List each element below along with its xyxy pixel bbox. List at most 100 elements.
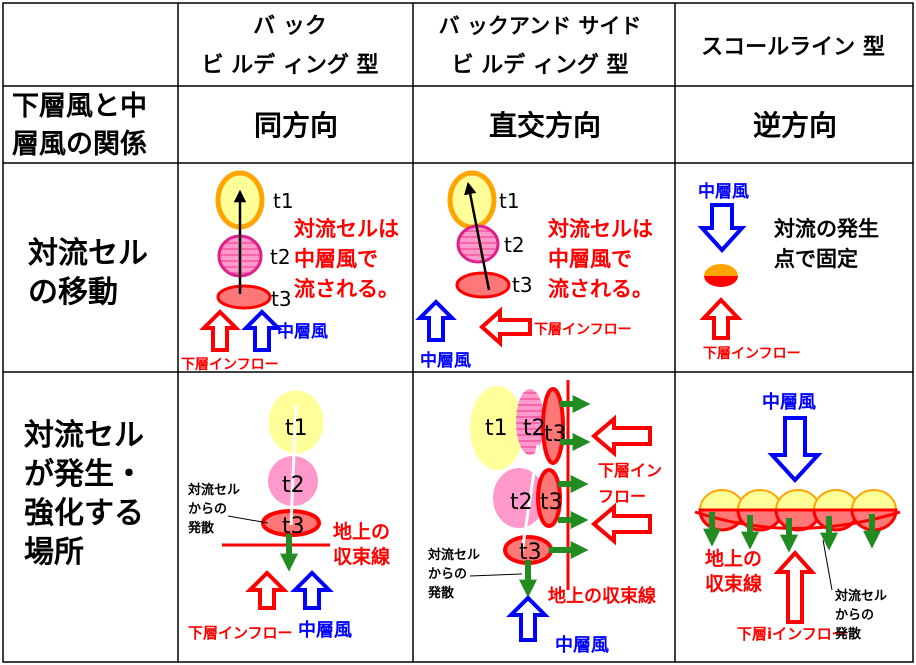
label-t2: t2 bbox=[523, 416, 546, 441]
low-inflow-label: 下層インフロー bbox=[188, 624, 293, 642]
carried-line2: 中層風で bbox=[548, 247, 632, 271]
low-inflow-arrow-upper bbox=[590, 414, 652, 458]
label-t1: t1 bbox=[499, 189, 520, 213]
low-inflow-arrow bbox=[245, 570, 289, 610]
pointer-line bbox=[822, 539, 833, 591]
low-inflow-arrow bbox=[478, 306, 532, 348]
low-inflow-label: 下層インフロー bbox=[703, 346, 801, 362]
header-col1-line1: バ ック bbox=[253, 14, 327, 39]
mid-wind-label: 中層風 bbox=[298, 619, 352, 641]
cell-bottom bbox=[704, 276, 738, 287]
location-label-line2: が発生・ bbox=[24, 457, 144, 492]
cell-t3 bbox=[216, 284, 272, 310]
carried-line1: 対流セルは bbox=[294, 217, 399, 241]
fixed-line2: 点で固定 bbox=[774, 247, 858, 271]
location-col1: t1 t2 t3 対流セル からの 発散 地上の 収束線 下層インフロー 中層風 bbox=[187, 390, 390, 642]
label-t2: t2 bbox=[270, 245, 291, 269]
label-t1: t1 bbox=[485, 416, 508, 441]
outflow-arrows bbox=[519, 395, 591, 598]
relation-value-col2: 直交方向 bbox=[489, 109, 601, 142]
label-t3: t3 bbox=[282, 514, 305, 539]
low-inflow-arrow bbox=[773, 550, 817, 624]
convergence-label: 地上の収束線 bbox=[548, 585, 656, 607]
divergence-line2: からの bbox=[835, 608, 874, 623]
movement-label-line1: 対流セル bbox=[28, 236, 148, 271]
divergence-line3: 発散 bbox=[427, 585, 455, 601]
motion-path bbox=[520, 444, 540, 553]
label-t3b: t3 bbox=[540, 490, 563, 515]
relation-label-line2: 層風の関係 bbox=[12, 129, 147, 160]
header-col1-line2: ビ ルデ ィング 型 bbox=[202, 52, 379, 78]
fixed-line1: 対流の発生 bbox=[774, 217, 879, 241]
label-t2b: t2 bbox=[510, 490, 533, 515]
low-inflow-arrow bbox=[199, 309, 241, 352]
convergence-line1: 地上の bbox=[705, 547, 762, 570]
divergence-line3: 発散 bbox=[834, 626, 862, 642]
mid-wind-label: 中層風 bbox=[555, 634, 609, 656]
mid-wind-arrow bbox=[415, 299, 457, 342]
header-col2-line2: ビ ルデ ィング 型 bbox=[452, 52, 629, 78]
low-inflow-label: 下層インフロー bbox=[181, 357, 279, 373]
label-t1: t1 bbox=[285, 416, 308, 441]
divergence-line1: 対流セル bbox=[834, 588, 887, 604]
relation-value-col1: 同方向 bbox=[254, 109, 338, 142]
mid-wind-arrow bbox=[506, 595, 550, 642]
convergence-line2: 収束線 bbox=[333, 545, 390, 568]
low-inflow-wrap-line1: 下層イン bbox=[598, 461, 662, 480]
mid-wind-arrow bbox=[697, 203, 747, 253]
cell-t3-mid bbox=[536, 468, 562, 528]
low-inflow-label: 下層インフロー bbox=[534, 322, 632, 338]
label-t2: t2 bbox=[282, 473, 305, 498]
divergence-line2: からの bbox=[188, 502, 227, 517]
mid-wind-arrow bbox=[241, 309, 283, 352]
pointer-line bbox=[227, 515, 269, 524]
location-label-line1: 対流セル bbox=[24, 418, 144, 453]
label-t3: t3 bbox=[512, 273, 533, 297]
carried-line1: 対流セルは bbox=[548, 217, 653, 241]
location-col2: t1 t2 t3 t2 t3 t3 下層イン フロー 対流セル からの 発散 地… bbox=[427, 380, 662, 656]
mid-wind-arrow bbox=[290, 570, 334, 610]
squall-cells bbox=[698, 489, 898, 532]
cell-t2 bbox=[456, 224, 500, 264]
outflow-arrows bbox=[703, 512, 881, 553]
divergence-line3: 発散 bbox=[187, 520, 215, 536]
relation-value-col3: 逆方向 bbox=[753, 109, 837, 142]
mid-wind-label: 中層風 bbox=[277, 321, 328, 342]
location-label-line3: 強化する bbox=[24, 496, 144, 531]
cell-t3-upper bbox=[541, 387, 565, 465]
convergence-line2: 収束線 bbox=[705, 572, 762, 595]
cell-t2-hatched bbox=[516, 389, 544, 455]
low-inflow-arrow-lower bbox=[590, 502, 652, 546]
movement-col1: t1 t2 t3 対流セルは 中層風で 流される。 中層風 下層インフロー bbox=[181, 170, 399, 373]
cell-top bbox=[704, 264, 738, 276]
relation-label-line1: 下層風と中 bbox=[12, 91, 147, 122]
mid-wind-label: 中層風 bbox=[698, 181, 749, 202]
movement-col2: t1 t2 t3 対流セルは 中層風で 流される。 下層インフロー 中層風 bbox=[415, 170, 653, 371]
movement-label-line2: の移動 bbox=[28, 275, 118, 310]
carried-line2: 中層風で bbox=[294, 247, 378, 271]
low-inflow-arrow bbox=[699, 297, 743, 340]
low-inflow-label: 下層iインフロー bbox=[737, 625, 847, 643]
header-col3: スコールライン 型 bbox=[701, 35, 885, 60]
mid-wind-label: 中層風 bbox=[420, 350, 471, 371]
motion-arrow bbox=[464, 181, 491, 291]
movement-col3: 中層風 対流の発生 点で固定 下層インフロー bbox=[697, 181, 879, 362]
location-col3: 中層風 地上の 収束線 下層iインフロー 対流セル からの 発 bbox=[694, 391, 901, 643]
motion-path bbox=[289, 404, 298, 526]
label-t3: t3 bbox=[271, 287, 292, 311]
carried-line3: 流される。 bbox=[294, 277, 399, 301]
label-t1: t1 bbox=[273, 189, 294, 213]
divergence-line1: 対流セル bbox=[187, 482, 240, 498]
header-col2-line1: バ ックアンド サイド bbox=[439, 14, 642, 38]
pointer-line bbox=[469, 573, 523, 577]
convergence-line1: 地上の bbox=[333, 520, 390, 543]
carried-line3: 流される。 bbox=[548, 277, 653, 301]
low-inflow-wrap-line2: フロー bbox=[598, 487, 646, 506]
divergence-line2: からの bbox=[428, 567, 467, 582]
label-t3c: t3 bbox=[519, 540, 542, 565]
mid-wind-arrow bbox=[767, 416, 823, 483]
divergence-line1: 対流セル bbox=[427, 547, 480, 563]
cell-t3 bbox=[455, 271, 511, 299]
